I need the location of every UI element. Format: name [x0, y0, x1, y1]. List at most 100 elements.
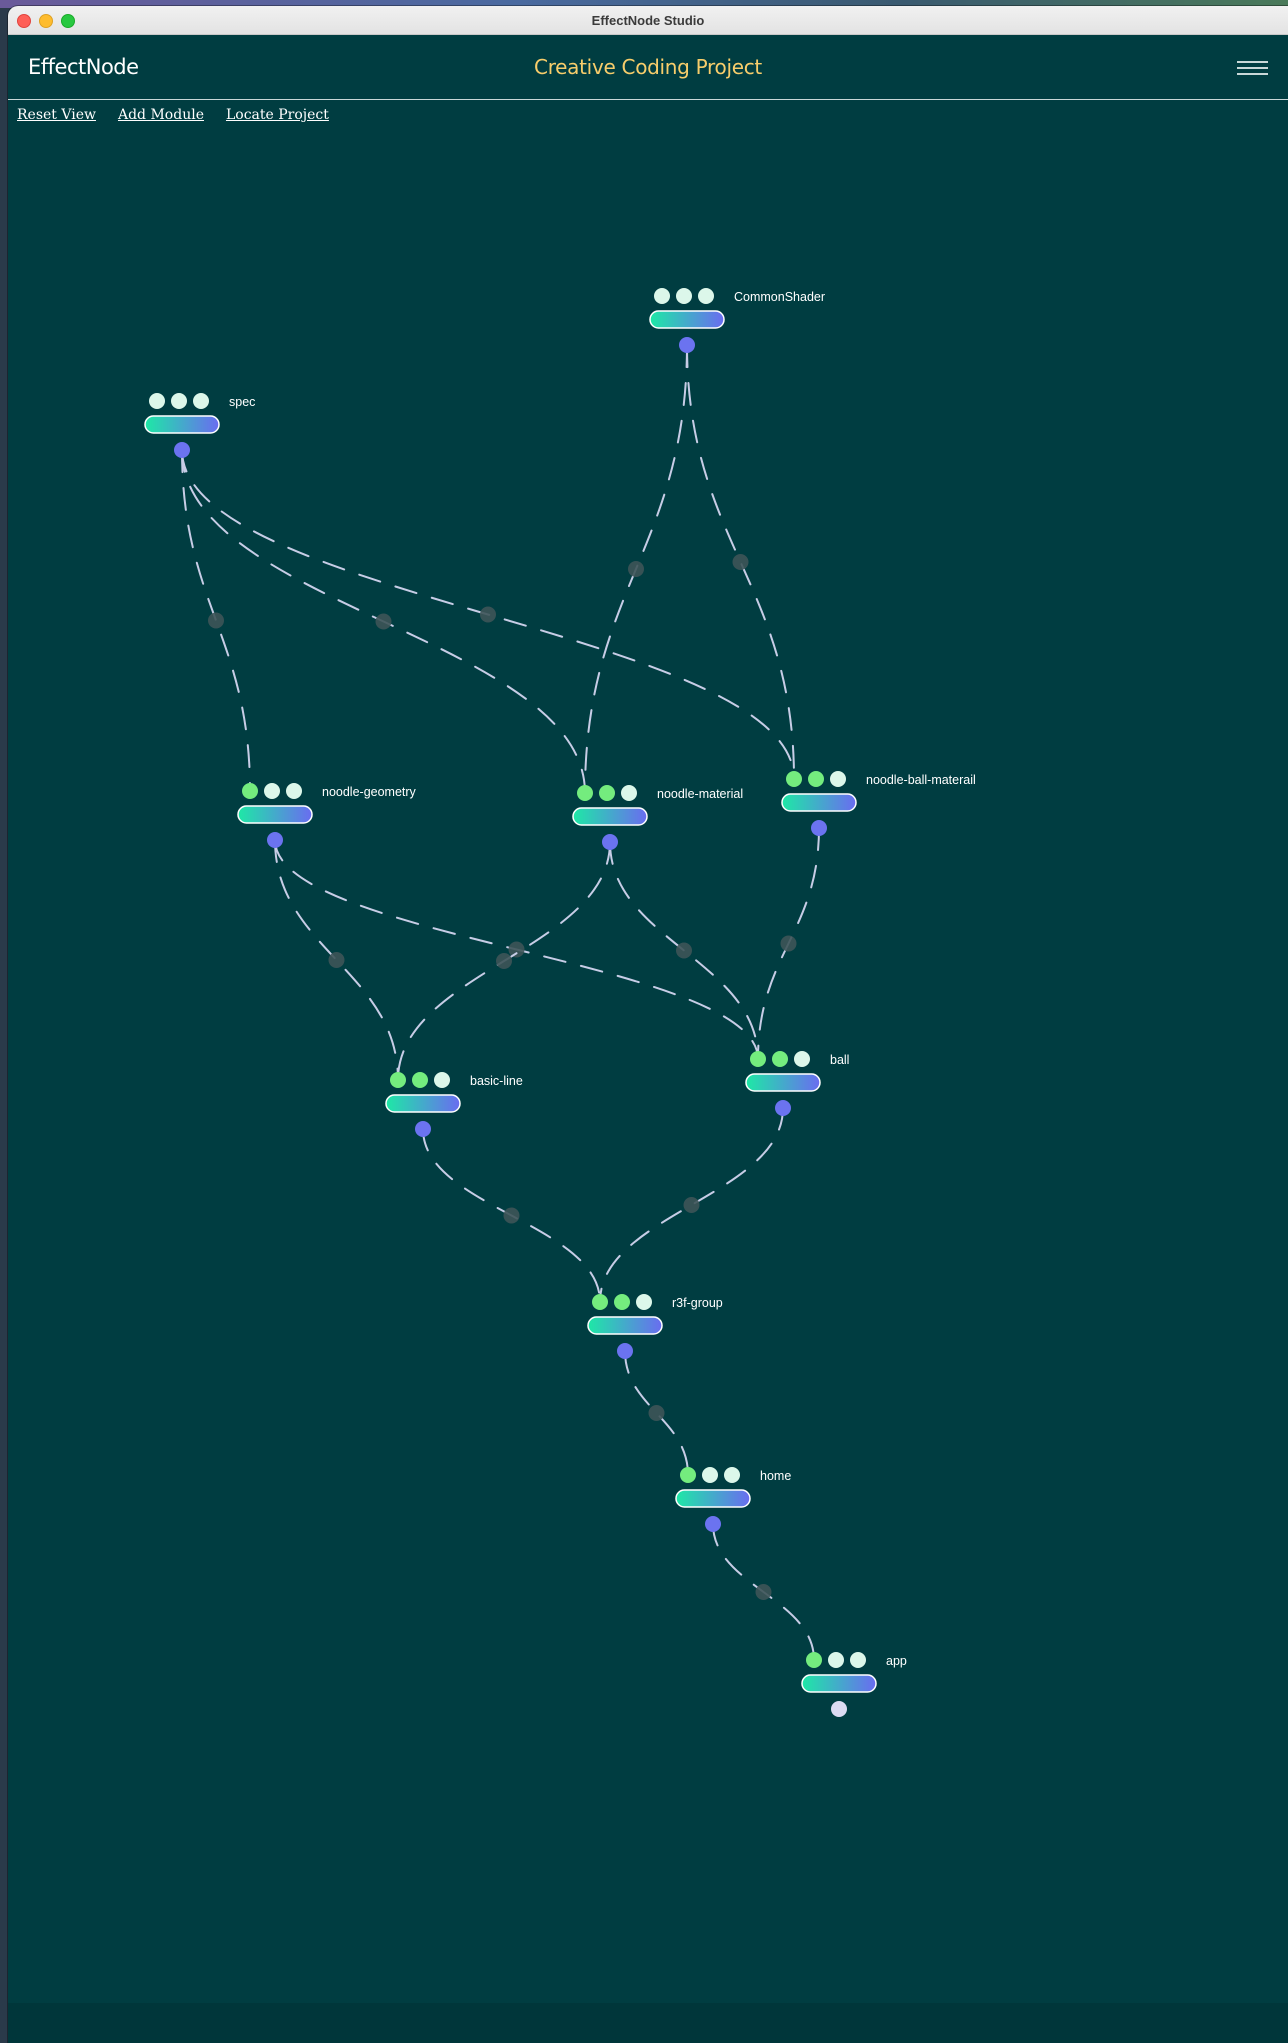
- node-status-dot[interactable]: [171, 393, 187, 409]
- app-window: EffectNode Studio EffectNode Creative Co…: [8, 6, 1288, 2043]
- edge-midpoint-handle[interactable]: [496, 953, 512, 969]
- node-status-dot[interactable]: [750, 1051, 766, 1067]
- node-noodle-ball-materail[interactable]: noodle-ball-materail: [781, 771, 976, 836]
- node-status-dot[interactable]: [434, 1072, 450, 1088]
- node-status-dot[interactable]: [264, 783, 280, 799]
- node-body-bar[interactable]: [144, 415, 220, 434]
- edge-midpoint-handle[interactable]: [732, 554, 749, 570]
- node-status-dot[interactable]: [786, 771, 802, 787]
- node-body-bar[interactable]: [385, 1094, 461, 1113]
- status-footer: [8, 2003, 1288, 2043]
- node-basic-line[interactable]: basic-line: [385, 1072, 523, 1137]
- node-status-dot[interactable]: [149, 393, 165, 409]
- node-status-dot[interactable]: [390, 1072, 406, 1088]
- node-output-socket[interactable]: [415, 1121, 431, 1137]
- edge-midpoint-handle[interactable]: [208, 612, 224, 629]
- window-controls: [17, 14, 75, 28]
- minimize-window-button[interactable]: [39, 14, 53, 28]
- node-output-socket[interactable]: [617, 1343, 633, 1359]
- node-body-bar[interactable]: [781, 793, 857, 812]
- toolbar: Reset View Add Module Locate Project: [17, 107, 329, 123]
- node-status-dot[interactable]: [636, 1294, 652, 1310]
- node-output-socket[interactable]: [679, 337, 695, 353]
- edge-midpoint-handle[interactable]: [755, 1584, 772, 1600]
- node-body-bar[interactable]: [237, 805, 313, 824]
- window-title: EffectNode Studio: [591, 12, 705, 28]
- node-body-bar[interactable]: [572, 807, 648, 826]
- node-status-dot[interactable]: [724, 1467, 740, 1483]
- node-output-socket[interactable]: [775, 1100, 791, 1116]
- node-body-bar[interactable]: [801, 1674, 877, 1693]
- node-label: spec: [229, 395, 255, 409]
- close-window-button[interactable]: [17, 14, 31, 28]
- node-output-socket[interactable]: [267, 832, 283, 848]
- node-home[interactable]: home: [675, 1467, 791, 1532]
- node-body-bar[interactable]: [587, 1316, 663, 1335]
- node-output-socket[interactable]: [705, 1516, 721, 1532]
- node-status-dot[interactable]: [806, 1652, 822, 1668]
- node-status-dot[interactable]: [286, 783, 302, 799]
- node-status-dot[interactable]: [808, 771, 824, 787]
- edge-midpoint-handle[interactable]: [648, 1405, 665, 1421]
- node-status-dot[interactable]: [614, 1294, 630, 1310]
- node-noodle-material[interactable]: noodle-material: [572, 785, 743, 850]
- node-CommonShader[interactable]: CommonShader: [649, 288, 825, 353]
- node-status-dot[interactable]: [676, 288, 692, 304]
- node-app[interactable]: app: [801, 1652, 907, 1717]
- edge-noodle-geometry-to-basic-line[interactable]: [274, 839, 399, 1081]
- node-ball[interactable]: ball: [745, 1051, 849, 1116]
- node-label: noodle-geometry: [322, 785, 417, 799]
- node-status-dot[interactable]: [621, 785, 637, 801]
- node-r3f-group[interactable]: r3f-group: [587, 1294, 723, 1359]
- node-status-dot[interactable]: [592, 1294, 608, 1310]
- edge-midpoint-handle[interactable]: [480, 606, 496, 623]
- edge-midpoint-handle[interactable]: [503, 1207, 520, 1224]
- edge-midpoint-handle[interactable]: [628, 561, 644, 577]
- node-status-dot[interactable]: [794, 1051, 810, 1067]
- node-status-dot[interactable]: [412, 1072, 428, 1088]
- node-label: r3f-group: [672, 1296, 723, 1310]
- node-status-dot[interactable]: [828, 1652, 844, 1668]
- node-noodle-geometry[interactable]: noodle-geometry: [237, 783, 417, 848]
- node-output-socket[interactable]: [174, 442, 190, 458]
- edge-midpoint-handle[interactable]: [676, 942, 692, 959]
- project-title: Creative Coding Project: [534, 55, 762, 79]
- node-status-dot[interactable]: [242, 783, 258, 799]
- brand-logo: EffectNode: [28, 55, 139, 79]
- node-status-dot[interactable]: [599, 785, 615, 801]
- node-output-socket[interactable]: [811, 820, 827, 836]
- node-status-dot[interactable]: [193, 393, 209, 409]
- node-status-dot[interactable]: [772, 1051, 788, 1067]
- maximize-window-button[interactable]: [61, 14, 75, 28]
- node-spec[interactable]: spec: [144, 393, 255, 458]
- edge-midpoint-handle[interactable]: [328, 952, 345, 968]
- edge-ball-to-r3f-group[interactable]: [599, 1107, 784, 1303]
- edge-r3f-group-to-home[interactable]: [624, 1350, 689, 1476]
- node-status-dot[interactable]: [577, 785, 593, 801]
- node-status-dot[interactable]: [850, 1652, 866, 1668]
- node-body-bar[interactable]: [745, 1073, 821, 1092]
- reset-view-link[interactable]: Reset View: [17, 107, 96, 123]
- node-label: basic-line: [470, 1074, 523, 1088]
- edge-midpoint-handle[interactable]: [780, 935, 797, 952]
- node-output-socket[interactable]: [602, 834, 618, 850]
- edges-layer: [181, 344, 820, 1661]
- hamburger-menu-icon[interactable]: [1237, 61, 1268, 77]
- edge-midpoint-handle[interactable]: [508, 941, 525, 958]
- edge-midpoint-handle[interactable]: [375, 613, 392, 630]
- node-graph-canvas[interactable]: CommonShader spec noodle-geometry noodle-ma…: [8, 6, 1288, 2006]
- node-status-dot[interactable]: [702, 1467, 718, 1483]
- desktop-background: [0, 0, 1288, 8]
- node-label: app: [886, 1654, 907, 1668]
- node-status-dot[interactable]: [680, 1467, 696, 1483]
- node-status-dot[interactable]: [698, 288, 714, 304]
- edge-midpoint-handle[interactable]: [683, 1197, 700, 1213]
- node-label: noodle-material: [657, 787, 743, 801]
- node-body-bar[interactable]: [649, 310, 725, 329]
- locate-project-link[interactable]: Locate Project: [225, 107, 329, 123]
- node-status-dot[interactable]: [654, 288, 670, 304]
- add-module-link[interactable]: Add Module: [117, 107, 204, 123]
- node-status-dot[interactable]: [830, 771, 846, 787]
- node-output-socket[interactable]: [831, 1701, 847, 1717]
- node-body-bar[interactable]: [675, 1489, 751, 1508]
